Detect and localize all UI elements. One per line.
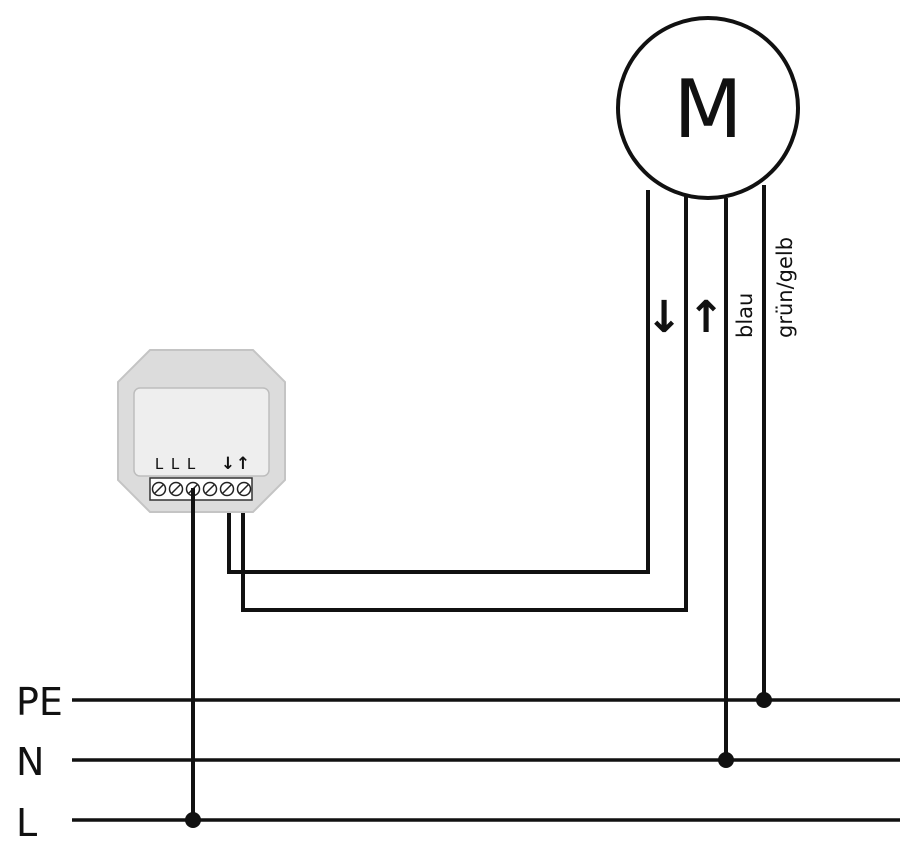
actuator-device: L L L ↓ ↑ [117,349,286,513]
arrow-up-icon: ↑ [688,292,725,343]
terminal-screw-6 [236,481,252,497]
terminal-label-down: ↓ [221,454,235,474]
motor-letter: M [673,63,742,156]
wire-down [227,190,650,574]
junction-l [185,812,201,828]
wire-label-blau: blau [733,293,757,338]
terminal-block [149,477,253,501]
terminal-screw-5 [219,481,235,497]
wire-up [241,196,688,612]
terminal-label-l1: L [155,455,164,473]
rail-label-l: L [16,801,37,845]
terminal-label-up: ↑ [236,454,250,474]
terminal-screw-4 [202,481,218,497]
terminal-screw-2 [168,481,184,497]
arrow-down-icon: ↓ [646,292,683,343]
motor: M [616,16,800,200]
junction-n [718,752,734,768]
motor-circle [616,16,800,200]
rail-label-pe: PE [16,680,63,724]
terminal-label-l2: L [171,455,180,473]
terminal-label-l3: L [187,455,196,473]
wire-label-gruen-gelb: grün/gelb [773,237,797,338]
terminal-screw-1 [151,481,167,497]
rail-label-n: N [16,740,44,784]
junction-pe [756,692,772,708]
device-panel [133,387,270,477]
